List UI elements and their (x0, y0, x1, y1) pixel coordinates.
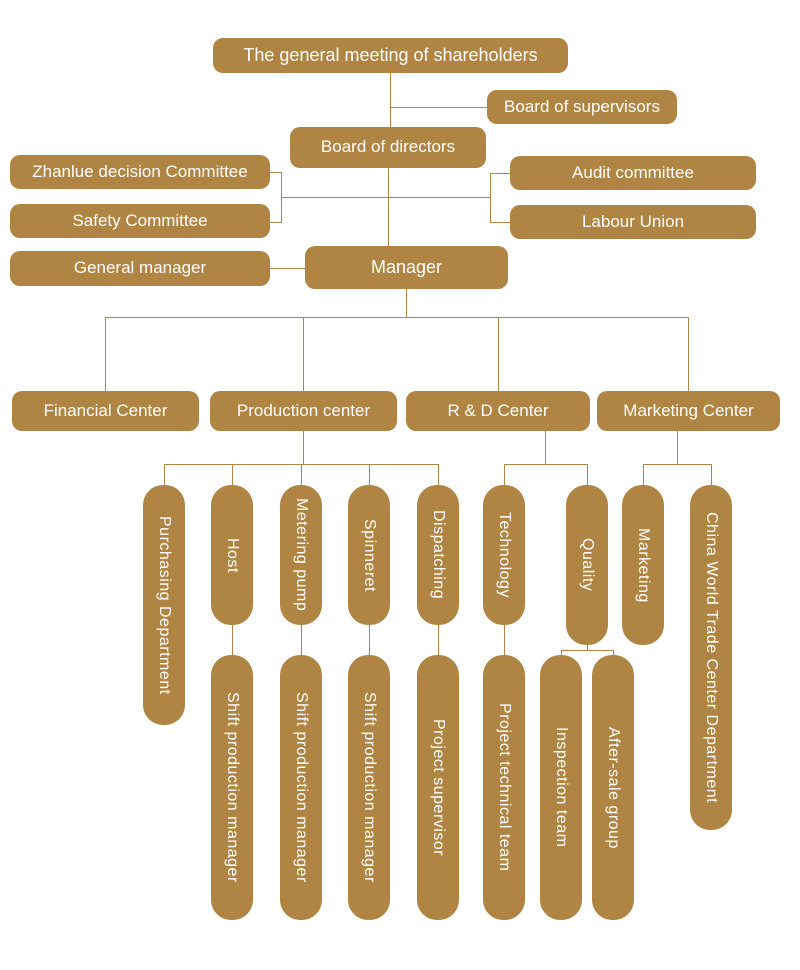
connector-line (711, 464, 712, 485)
node-label: China World Trade Center Department (702, 511, 720, 804)
connector-line (490, 173, 491, 223)
node-label: Financial Center (43, 400, 168, 420)
connector-line (164, 464, 165, 485)
connector-line (587, 645, 588, 651)
connector-line (677, 431, 678, 464)
node-technology: Technology (483, 485, 525, 625)
connector-line (504, 464, 505, 485)
node-general-meeting-of-shareholders: The general meeting of shareholders (213, 38, 568, 73)
connector-line (438, 625, 439, 655)
connector-line (643, 464, 712, 465)
connector-line (369, 625, 370, 655)
node-marketing-center: Marketing Center (597, 391, 780, 431)
connector-line (105, 317, 106, 391)
connector-line (105, 317, 688, 318)
node-shift-production-manager-3: Shift production manager (348, 655, 390, 920)
node-label: Purchasing Department (155, 515, 173, 695)
node-label: Shift production manager (223, 692, 241, 883)
node-label: Spinneret (360, 518, 378, 592)
node-label: Shift production manager (292, 692, 310, 883)
node-shift-production-manager-2: Shift production manager (280, 655, 322, 920)
node-label: Audit committee (572, 162, 694, 182)
connector-line (490, 222, 510, 223)
connector-line (303, 317, 304, 391)
node-label: Host (223, 537, 241, 573)
node-label: The general meeting of shareholders (243, 44, 538, 65)
node-production-center: Production center (210, 391, 397, 431)
node-dispatching: Dispatching (417, 485, 459, 625)
node-inspection-team: Inspection team (540, 655, 582, 920)
connector-line (613, 650, 614, 655)
node-manager: Manager (305, 246, 508, 289)
node-china-world-trade-center-department: China World Trade Center Department (690, 485, 732, 830)
connector-line (388, 197, 490, 198)
connector-line (388, 168, 389, 246)
node-label: Marketing (634, 527, 652, 603)
node-quality: Quality (566, 485, 608, 645)
connector-line (498, 317, 499, 391)
connector-line (504, 625, 505, 655)
connector-line (232, 625, 233, 655)
node-after-sale-group: After-sale group (592, 655, 634, 920)
node-label: Inspection team (552, 727, 570, 848)
node-host: Host (211, 485, 253, 625)
node-label: Project technical team (495, 703, 513, 872)
connector-line (369, 464, 370, 485)
node-financial-center: Financial Center (12, 391, 199, 431)
connector-line (643, 464, 644, 485)
node-label: Zhanlue decision Committee (32, 161, 248, 181)
node-label: Board of supervisors (504, 96, 660, 116)
node-label: Metering pump (292, 498, 310, 612)
node-label: Production center (236, 400, 371, 420)
connector-line (561, 650, 562, 655)
node-purchasing-department: Purchasing Department (143, 485, 185, 725)
node-audit-committee: Audit committee (510, 156, 756, 190)
node-general-manager: General manager (10, 251, 270, 286)
node-label: Dispatching (429, 510, 447, 600)
connector-line (587, 464, 588, 485)
connector-line (301, 625, 302, 655)
connector-line (281, 197, 388, 198)
node-metering-pump: Metering pump (280, 485, 322, 625)
node-rd-center: R & D Center (406, 391, 590, 431)
connector-line (232, 464, 233, 485)
node-labour-union: Labour Union (510, 205, 756, 239)
connector-line (270, 172, 282, 173)
node-label: Labour Union (581, 211, 685, 231)
node-label: General manager (73, 258, 207, 278)
node-label: Shift production manager (360, 692, 378, 883)
node-label: After-sale group (604, 726, 622, 849)
node-shift-production-manager-1: Shift production manager (211, 655, 253, 920)
node-project-supervisor: Project supervisor (417, 655, 459, 920)
node-label: Board of directors (320, 137, 456, 157)
node-label: Safety Committee (72, 210, 208, 230)
node-label: R & D Center (447, 400, 549, 420)
node-board-of-directors: Board of directors (290, 127, 486, 168)
connector-line (301, 464, 302, 485)
node-board-of-supervisors: Board of supervisors (487, 90, 677, 124)
node-label: Quality (578, 538, 596, 592)
connector-line (545, 431, 546, 464)
connector-line (270, 222, 282, 223)
node-safety-committee: Safety Committee (10, 204, 270, 238)
node-label: Marketing Center (623, 400, 754, 420)
connector-line (561, 650, 614, 651)
node-label: Project supervisor (429, 718, 447, 857)
connector-line (688, 317, 689, 391)
connector-line (303, 431, 304, 464)
node-label: Manager (370, 256, 443, 277)
connector-line (504, 464, 588, 465)
connector-line (270, 268, 305, 269)
node-zhanlue-decision-committee: Zhanlue decision Committee (10, 155, 270, 189)
connector-line (390, 73, 391, 127)
connector-line (390, 107, 488, 108)
node-project-technical-team: Project technical team (483, 655, 525, 920)
connector-line (438, 464, 439, 485)
node-spinneret: Spinneret (348, 485, 390, 625)
node-marketing: Marketing (622, 485, 664, 645)
node-label: Technology (495, 512, 513, 598)
connector-line (490, 173, 510, 174)
connector-line (406, 289, 407, 317)
